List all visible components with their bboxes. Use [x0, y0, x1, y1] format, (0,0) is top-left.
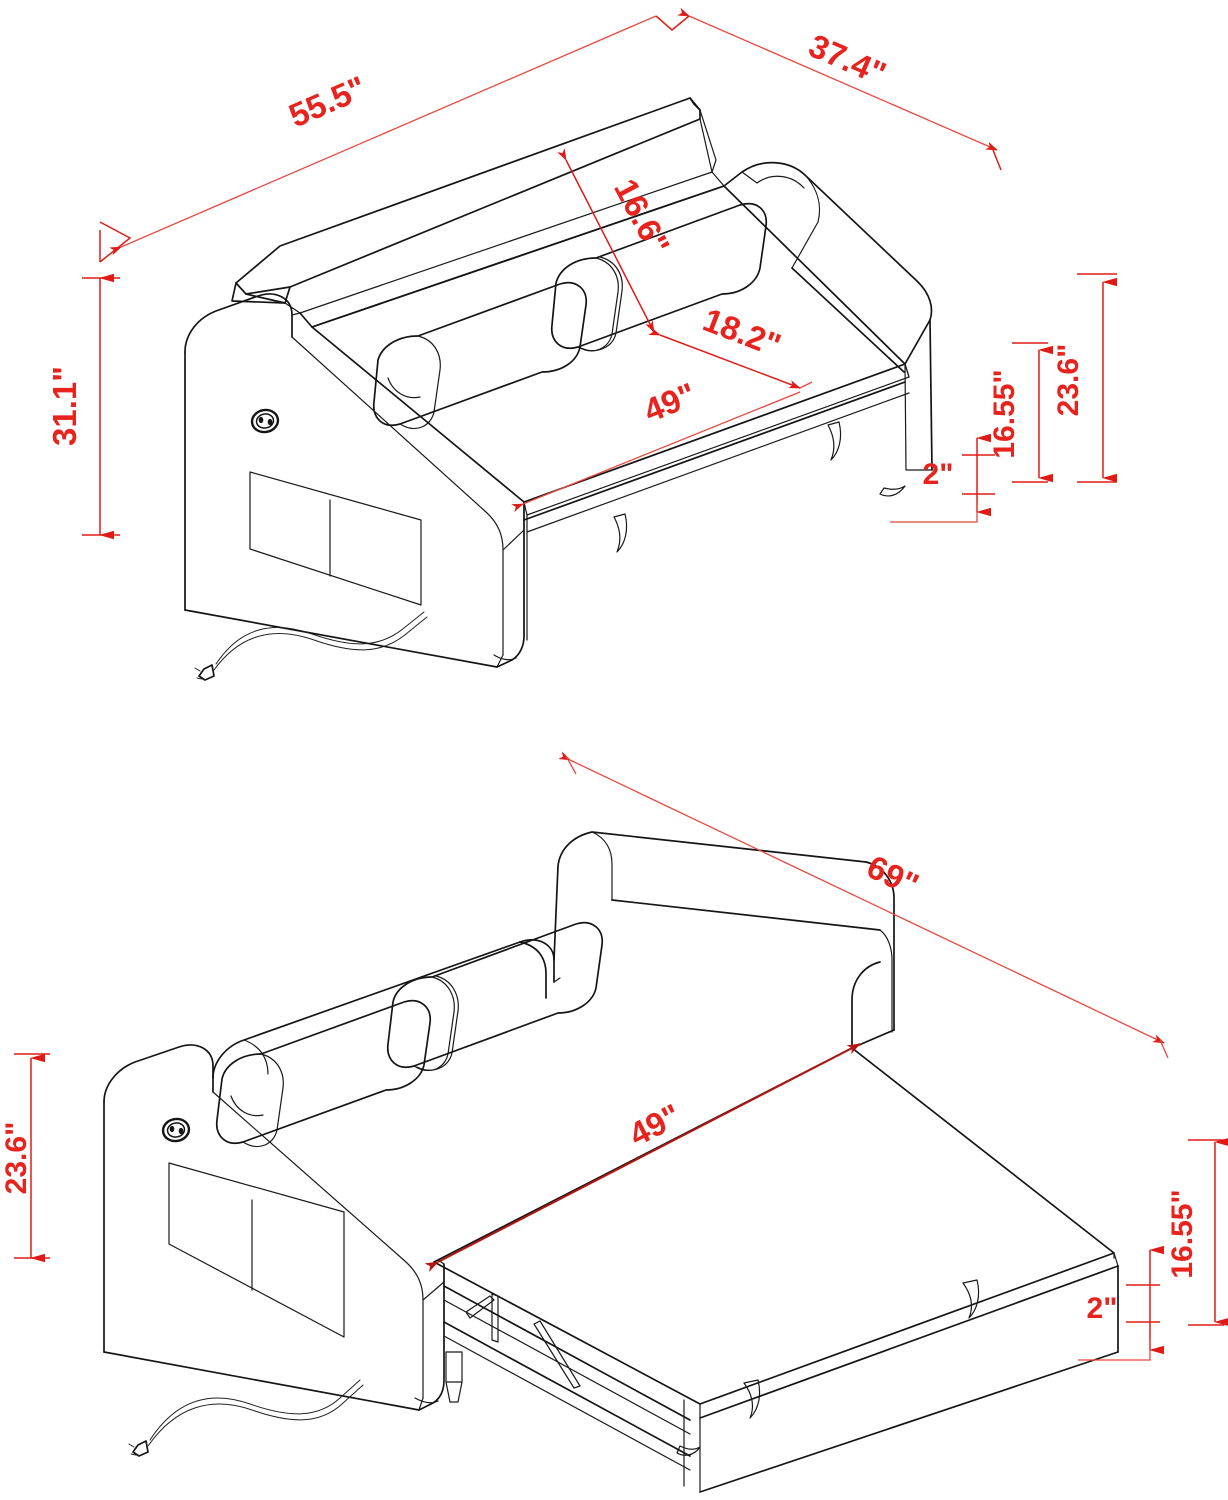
- dimension-16-55-top-label: 16.55": [988, 369, 1021, 458]
- bolster-pillow-left-bed: [215, 999, 431, 1147]
- plug-icon: [194, 664, 215, 681]
- dimension-16-6: 16.6": [557, 148, 677, 333]
- dimension-49-bottom-label: 49": [623, 1096, 686, 1153]
- base-legs-bed: [414, 1279, 980, 1456]
- right-armrest: [723, 161, 933, 471]
- dimension-49-top: 49": [511, 375, 801, 513]
- side-storage-pocket-bed: [168, 1162, 345, 1338]
- seat-cushion: [311, 185, 910, 516]
- power-outlet: [250, 408, 280, 434]
- dimension-16-6-label: 16.6": [607, 173, 677, 261]
- dimension-69: 69": [558, 751, 1169, 1059]
- left-armrest-bed: [103, 1044, 445, 1411]
- view-bed-open: 69" 49" 23.6" 16.55" 2": [0, 751, 1228, 1493]
- view-sofa-closed: 55.5" 37.4" 16.6" 18.2" 49": [46, 7, 1117, 681]
- dimension-2-bottom: 2": [1078, 1245, 1164, 1361]
- scissor-support-frame: [443, 1285, 691, 1471]
- dimension-23-6-bottom: 23.6": [0, 1053, 50, 1263]
- dimension-31-1: 31.1": [46, 273, 120, 540]
- pull-out-mattress-platform: [433, 1047, 1119, 1493]
- dimension-2-bottom-label: 2": [1087, 1292, 1118, 1325]
- dimension-49-bottom: 49": [424, 1043, 861, 1273]
- base-legs: [493, 421, 906, 661]
- bolster-pillow-right-bed: [386, 921, 603, 1071]
- power-cord: [213, 611, 428, 671]
- dimension-16-55-bottom: 16.55": [1166, 1137, 1228, 1327]
- dimension-37-4-label: 37.4": [804, 27, 892, 93]
- dimension-37-4: 37.4": [655, 7, 1002, 171]
- dimension-16-55-bottom-label: 16.55": [1166, 1189, 1199, 1278]
- bolster-pillow-left: [372, 281, 587, 429]
- dimension-69-label: 69": [861, 848, 924, 904]
- dimension-23-6-bottom-label: 23.6": [0, 1122, 33, 1195]
- side-storage-pocket: [249, 471, 422, 606]
- power-outlet-bed: [161, 1117, 191, 1143]
- dimension-23-6-top: 23.6": [1052, 273, 1117, 483]
- dimension-16-55-top: 16.55": [988, 342, 1053, 483]
- dimension-55-5-label: 55.5": [283, 69, 371, 135]
- power-cord-bed: [147, 1379, 364, 1447]
- left-armrest: [184, 293, 525, 668]
- dimension-2-top: 2": [890, 433, 995, 523]
- dimension-2-top-label: 2": [923, 458, 954, 491]
- dimension-49-top-label: 49": [638, 375, 700, 429]
- dimension-55-5: 55.5": [99, 15, 657, 263]
- dimension-31-1-label: 31.1": [46, 366, 83, 446]
- dimension-23-6-top-label: 23.6": [1052, 344, 1085, 417]
- dimension-18-2: 18.2": [648, 301, 813, 389]
- sofa-base: [523, 381, 910, 641]
- plug-icon-bed: [128, 1440, 149, 1457]
